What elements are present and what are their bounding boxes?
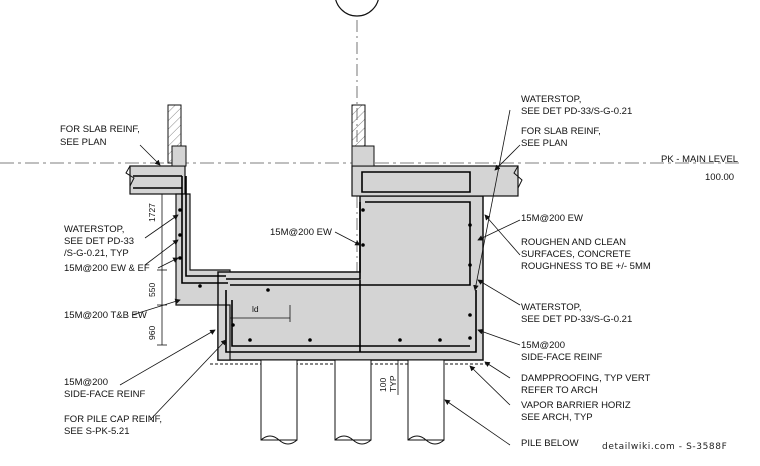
side-face-right-l2: SIDE-FACE REINF (521, 352, 602, 363)
waterstop-top-l2: SEE DET PD-33/S-G-0.21 (521, 106, 632, 117)
roughen-l3: ROUGHNESS TO BE +/- 5MM (521, 261, 651, 272)
roughen-l1: ROUGHEN AND CLEAN (521, 237, 626, 248)
left-slab (129, 165, 186, 195)
waterstop-top-l1: WATERSTOP, (521, 94, 581, 105)
slab-reinf-right-l1: FOR SLAB REINF, (521, 126, 601, 137)
waterstop-left-l3: /S-G-0.21, TYP (64, 248, 129, 259)
damp-l1: DAMPPROOFING, TYP VERT (521, 373, 651, 384)
leaders-left (119, 144, 361, 421)
right-slab (351, 165, 519, 197)
pile-cap (217, 195, 484, 361)
tb-ew-label: 15M@200 T&B EW (64, 310, 147, 321)
watermark: detailwiki.com - S-3588F (602, 442, 727, 452)
pile-cap-reinf-l1: FOR PILE CAP REINF, (64, 414, 162, 425)
ld-label: ld (252, 304, 259, 314)
pile-cap-reinf-l2: SEE S-PK-5.21 (64, 426, 129, 437)
slab-reinf-right-l2: SEE PLAN (521, 138, 568, 149)
waterstop-left-l2: SEE DET PD-33 (64, 236, 134, 247)
waterstop-right-l2: SEE DET PD-33/S-G-0.21 (521, 314, 632, 325)
rebar-dots (178, 208, 472, 342)
vapor-l2: SEE ARCH, TYP (521, 412, 593, 423)
dim-typ: TYP (388, 375, 398, 392)
center-ew-label: 15M@200 EW (270, 227, 332, 238)
leaders-right (444, 109, 521, 446)
vapor-l1: VAPOR BARRIER HORIZ (521, 400, 631, 411)
level-value: 100.00 (705, 172, 734, 183)
side-face-right-l1: 15M@200 (521, 340, 565, 351)
side-face-left-l2: SIDE-FACE REINF (64, 389, 145, 400)
pile-break-lines (260, 435, 445, 445)
waterstop-left-l1: WATERSTOP, (64, 224, 124, 235)
break-line-left (125, 165, 135, 194)
piles (260, 359, 445, 441)
waterstop-right-l1: WATERSTOP, (521, 302, 581, 313)
pile-cap-lower-left (217, 304, 231, 361)
damp-l2: REFER TO ARCH (521, 385, 598, 396)
right-ew-label: 15M@200 EW (521, 213, 583, 224)
side-face-left-l1: 15M@200 (64, 377, 108, 388)
rebar (133, 171, 477, 353)
level-name: PK - MAIN LEVEL (661, 154, 738, 165)
roughen-l2: SURFACES, CONCRETE (521, 249, 631, 260)
left-dims (157, 193, 167, 346)
dim-100: 100 (378, 378, 388, 392)
dim-1727: 1727 (147, 203, 157, 222)
left-wall-curb (171, 145, 187, 167)
grid-bubble (335, 0, 379, 17)
dim-550: 550 (147, 283, 157, 297)
ew-ef-label: 15M@200 EW & EF (64, 263, 150, 274)
slab-reinf-left-l1: FOR SLAB REINF, (60, 124, 140, 135)
right-wall-curb (351, 145, 375, 167)
pile-below-label: PILE BELOW (521, 438, 579, 449)
dim-960: 960 (147, 326, 157, 340)
break-line-right (513, 165, 523, 196)
left-wall-concrete (175, 193, 231, 306)
slab-reinf-left-l2: SEE PLAN (60, 137, 107, 148)
